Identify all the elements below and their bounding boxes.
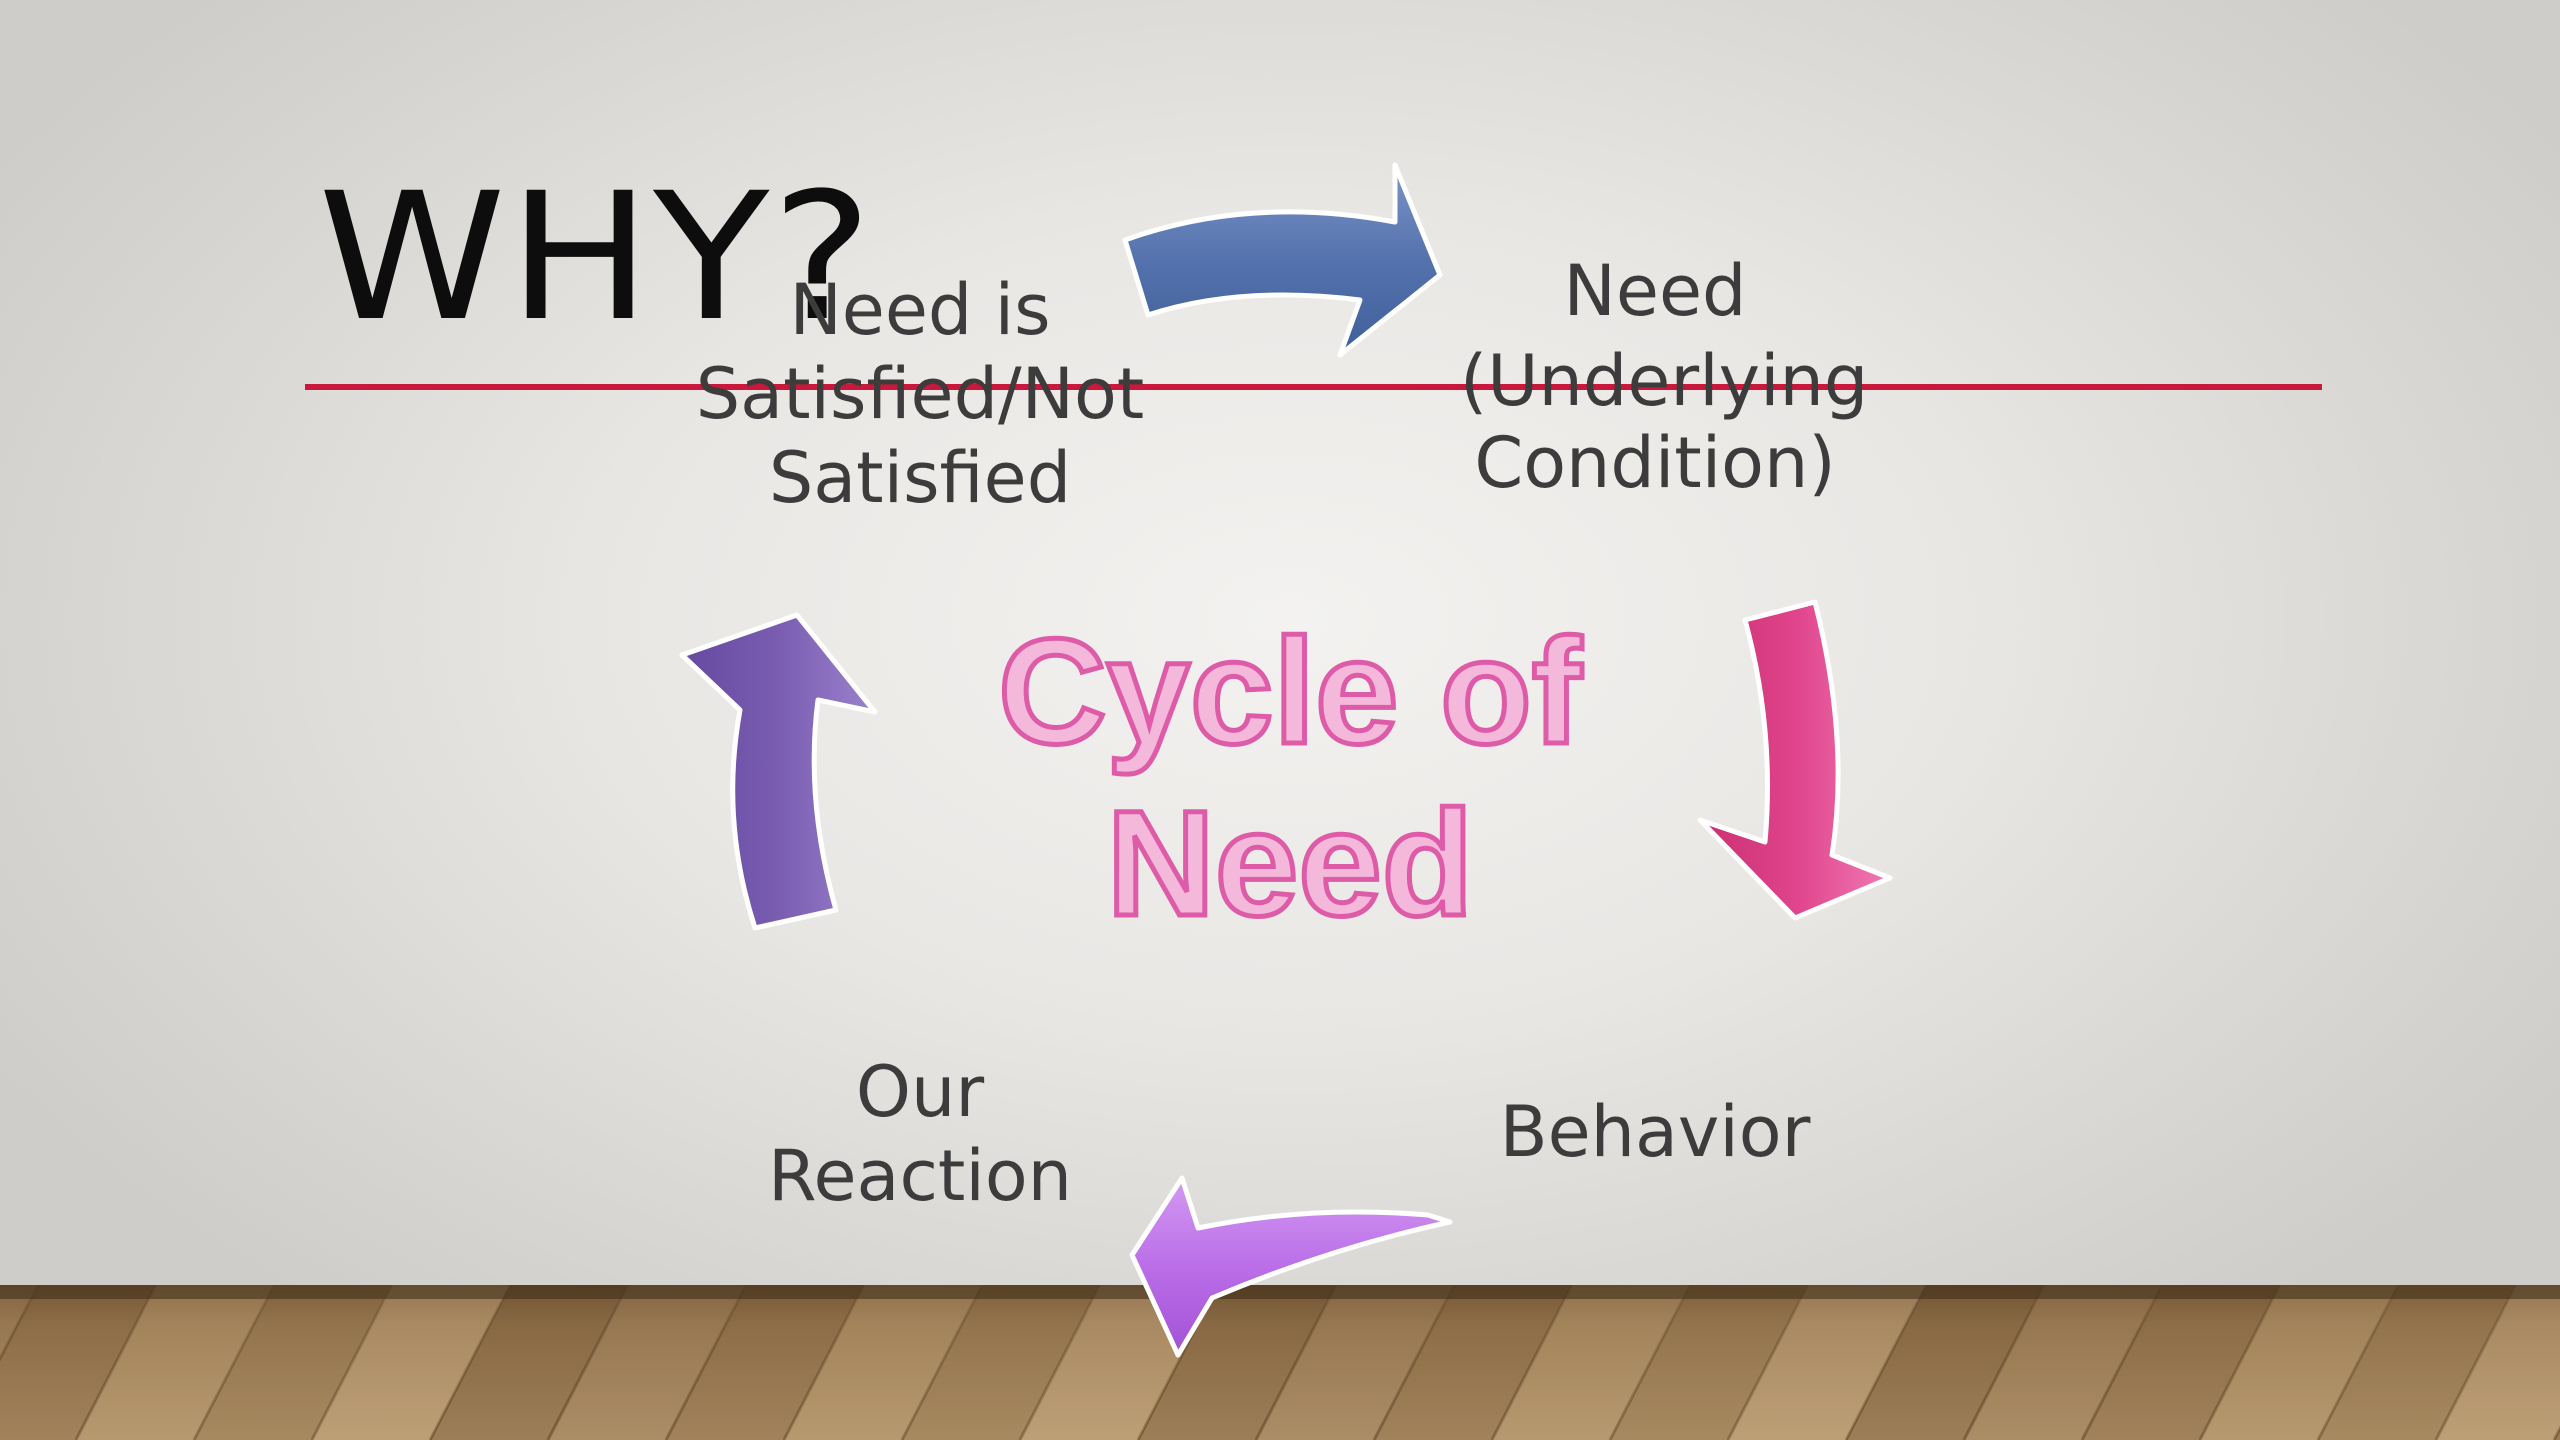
arrow-down-icon [1700,602,1890,918]
node-need-line3: Condition) [1460,422,1850,504]
center-title: Cycle of Need [960,605,1620,949]
node-behavior-line1: Behavior [1460,1090,1850,1174]
node-reaction-label: Our Reaction [700,1050,1140,1218]
center-title-line1: Cycle of [960,605,1620,777]
arrow-left-body [1132,1178,1450,1355]
node-satisfied-label: Need is Satisfied/Not Satisfied [640,268,1200,520]
node-need-line1: Need [1460,250,1850,332]
node-behavior-label: Behavior [1460,1090,1850,1174]
node-satisfied-line3: Satisfied [640,436,1200,520]
node-reaction-line2: Reaction [700,1134,1140,1218]
node-satisfied-line1: Need is [640,268,1200,352]
arrow-up-icon [682,615,875,928]
node-satisfied-line2: Satisfied/Not [640,352,1200,436]
node-need-label: Need (Underlying Condition) [1460,250,1850,504]
node-need-line2: (Underlying [1460,340,1850,422]
center-title-line2: Need [960,777,1620,949]
node-reaction-line1: Our [700,1050,1140,1134]
